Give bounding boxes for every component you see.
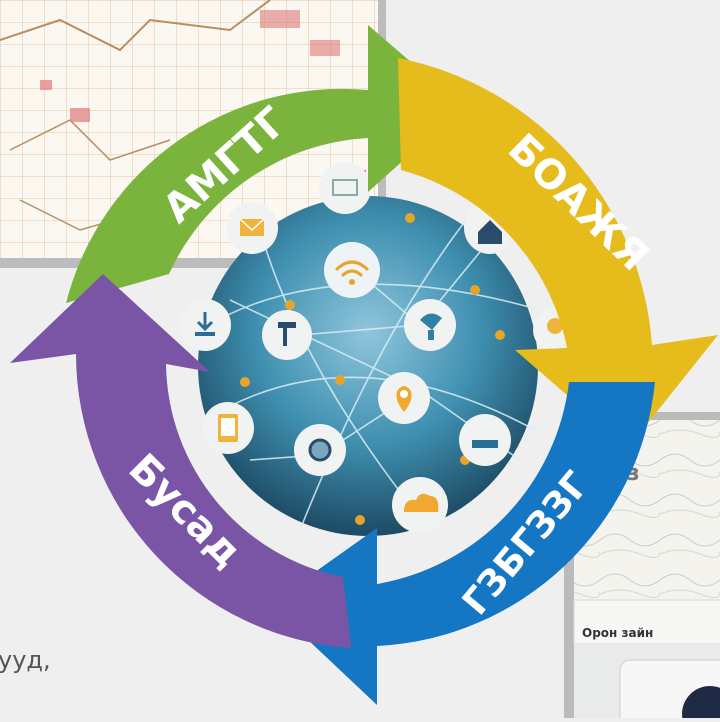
cycle-arrow-amgtg: [66, 25, 463, 303]
watch-icon: [294, 424, 346, 476]
cycle-arrow-boajya: [398, 58, 718, 448]
location-pin-icon: [378, 372, 430, 424]
router-icon: [459, 414, 511, 466]
right-panel-subtitle: Орон зайн: [582, 626, 653, 640]
monitor-icon: [319, 162, 371, 214]
bottom-left-text-fragment: ууд,: [0, 646, 51, 674]
envelope-icon: [226, 202, 278, 254]
satellite-dish-icon: [404, 299, 456, 351]
cycle-arrow-busad: [10, 274, 351, 648]
network-illustration: [179, 162, 577, 536]
tablet-icon: [202, 402, 254, 454]
download-icon: [179, 299, 231, 351]
map-thumbnail-bottom-right: Газ Орон зайн: [564, 412, 720, 722]
wifi-icon: [324, 242, 380, 298]
satellite-icon: [262, 310, 312, 360]
cycle-arrow-gzbgzzg: [270, 382, 655, 705]
cloud-icon: [392, 477, 448, 533]
